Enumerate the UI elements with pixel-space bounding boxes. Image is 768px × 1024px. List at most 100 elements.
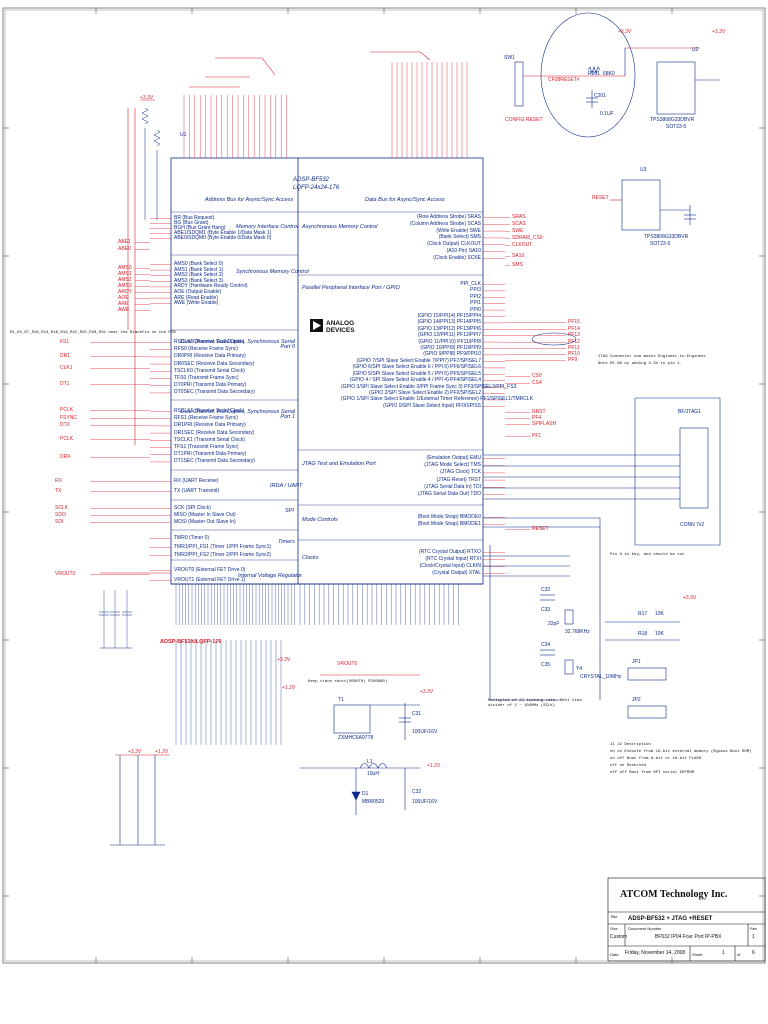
net-right-label: CLKOUT (512, 242, 533, 248)
pin-right-label: (GPIO 2/SPI Slave Select Enable 2) PF2/S… (369, 390, 481, 396)
rail-caps-b: +1.2V (155, 749, 169, 755)
pin-left-label: AOE (Output Enable) (174, 289, 222, 295)
chip-package: LQFP-24x24-176 (293, 185, 340, 191)
rail-bottom-a: +3.3V (277, 657, 291, 663)
boot-table-4: off off Boot from SPI serial EEPROM (610, 771, 695, 775)
net-right-label: PF14 (568, 326, 580, 332)
bottom-pin-lines (175, 584, 459, 745)
net-right-label: PF9 (568, 357, 578, 363)
note-top-left: R1_R4_R7_R10_R13_R16_R19_R22_R25_R28_R31… (10, 331, 176, 335)
boot-r18-ref: R18 (638, 631, 648, 637)
main-chip-outline (170, 157, 484, 585)
vreg-keep-note: Keep trace short(VROUT0) FDS6680) (308, 680, 388, 684)
pin-left-label: RX (UART Receive) (174, 478, 219, 484)
pin-left-label: ABE1/SDQM1 (Byte Enable 1/Data Mask 1) (174, 230, 272, 236)
pin-right-label: (GPIO 14/PPI13) PF14/PPI5 (417, 319, 481, 326)
pin-right-label: (Clock Output) CLKOUT (427, 241, 481, 248)
rail-top-right: +3.3V (712, 29, 726, 35)
reset-u3-pkg: SOT23-5 (650, 241, 671, 247)
chip-section-dividers (171, 254, 483, 561)
reset-c-val: 0.1UF (600, 111, 614, 117)
net-left-label: SDI (55, 519, 64, 525)
reset-rail: +3.3V (618, 29, 632, 35)
net-right-label: SCAS (512, 221, 526, 227)
pin-left-label: TMR2/PPI_FS2 (Timer 2/PPI Frame Sync2) (174, 552, 272, 558)
section-spi: SPI (285, 508, 294, 514)
net-left-label: SCLK (55, 505, 69, 511)
section-async-mem: Asynchronous Memory Control (302, 224, 378, 230)
net-right-label: PF13 (568, 332, 580, 338)
net-right-label: CS4 (532, 380, 542, 386)
crystal-y4-label: CRYSTAL_10MHz (580, 674, 622, 680)
pin-left-label: RSCLK1 (Receive Serial Clock) (174, 408, 245, 414)
vreg-rail-in: +3.3V (420, 689, 434, 695)
pin-left-label: SCK (SPI Clock) (174, 505, 211, 511)
pin-left-label: DT1SEC (Transmit Data Secondary) (174, 458, 255, 465)
vreg-vrout: VROUT0 (337, 661, 358, 667)
reset-circuit (514, 12, 720, 231)
reset-u3-part: TPS3808G33DBVR (644, 234, 689, 240)
net-left-label: TX (55, 488, 62, 494)
pin-right-label: PPI1 (470, 300, 481, 307)
net-left-label: ARDY (118, 289, 132, 295)
pin-right-label: (GPIO 15/PPI14) PF15/PPI4 (417, 313, 481, 319)
pin-left-label: AMS0 (Bank Select 0) (174, 261, 224, 267)
pin-right-label: (GPIO 3/SPI Slave Select Enable 3/PPI Fr… (341, 383, 517, 390)
pin-right-label: (GPIO 6/SPI Slave Select Enable 6 / PPI … (352, 364, 481, 371)
net-right-label: PF12 (568, 339, 580, 345)
pin-left-label: DT0SEC (Transmit Data Secondary) (174, 389, 255, 396)
pin-left-label: TX (UART Transmit) (174, 488, 220, 494)
pin-left-label: BR (Bus Request) (174, 215, 215, 221)
net-right-label: SRAS (512, 214, 526, 220)
pin-right-label: PPI_CLK (460, 281, 481, 287)
titleblock-rev: 1 (752, 934, 755, 940)
cap-c32: C32 (541, 587, 551, 593)
boot-jp1: JP1 (632, 659, 641, 665)
net-left-label: SDO (55, 512, 66, 518)
pin-right-label: (JTAG Serial Data In) TDI (424, 483, 481, 490)
titleblock-sheet: 1 (722, 950, 725, 956)
net-left-label: AMS3 (118, 283, 132, 289)
titleblock-date: Friday, November 14, 2008 (625, 950, 686, 956)
pin-right-label: (Clock Enable) SCKE (433, 254, 481, 261)
net-left-label: AMS1 (118, 271, 132, 277)
boot-r17-ref: R17 (638, 611, 648, 617)
pin-right-label: (JTAG Serial Data Out) TDO (417, 491, 481, 497)
section-ppi: Parallel Peripheral Interface Port / GPI… (302, 285, 400, 291)
net-left-label: FS1 (60, 339, 70, 345)
net-left-label: ABE0 (118, 246, 131, 252)
pin-right-label: (GPIO 11/PPI10) PF11/PPI8 (418, 338, 481, 345)
section-vreg: Internal Voltage Regulator (238, 573, 302, 579)
titleblock-size: Custom (610, 934, 628, 940)
pin-right-label: (Column Address Strobe) SCAS (409, 220, 481, 227)
vreg-cap2: C32 (412, 789, 422, 795)
vreg-rail-out: +1.2V (427, 763, 441, 769)
net-left-label: PCLK (60, 407, 74, 413)
vreg-cap1: C31 (412, 711, 422, 717)
right-pin-lines (483, 217, 566, 574)
pin-right-label: (Bank Select) SMS (438, 234, 481, 241)
net-left-label: DRX (60, 454, 71, 460)
jtag-connector (483, 397, 721, 546)
boot-table-3: off on Reserved (610, 764, 647, 768)
pin-left-label: VROUT1 (External FET Drive 1) (174, 577, 246, 583)
pin-right-label: (RTC Crystal Output) RTXO (418, 549, 481, 555)
net-right-label: SDRAM_CS0 (512, 235, 543, 241)
net-right-label: SMS (512, 262, 523, 268)
pin-right-label: (Crystal Output) XTAL (432, 570, 481, 576)
vreg-l-ref: L1 (367, 759, 373, 765)
reset-r-val: 68K0 (603, 71, 615, 77)
pin-right-label: (GPIO 7/SPI Slave Select Enable 7/PPI7) … (356, 358, 481, 364)
crystal-y4-ref: Y4 (576, 666, 583, 672)
vreg-fet-ref: T1 (338, 697, 344, 703)
crystal-circuit (483, 545, 574, 701)
rail-bottom-b: +1.2V (282, 685, 296, 691)
pin-right-label: PPI0 (470, 306, 481, 313)
net-right-label: PF11 (568, 345, 580, 351)
pin-left-label: BG (Bus Grant) (174, 220, 209, 226)
pin-right-label: (JTAG Reset) TRST (436, 476, 481, 483)
titleblock-doc: BF532 IP04 Four Port IP-PBX (655, 934, 722, 940)
net-highlight-ellipse (531, 332, 577, 346)
reset-switch-label: CONFIG RESET (505, 117, 543, 123)
net-left-label: FSYNC (60, 415, 77, 421)
